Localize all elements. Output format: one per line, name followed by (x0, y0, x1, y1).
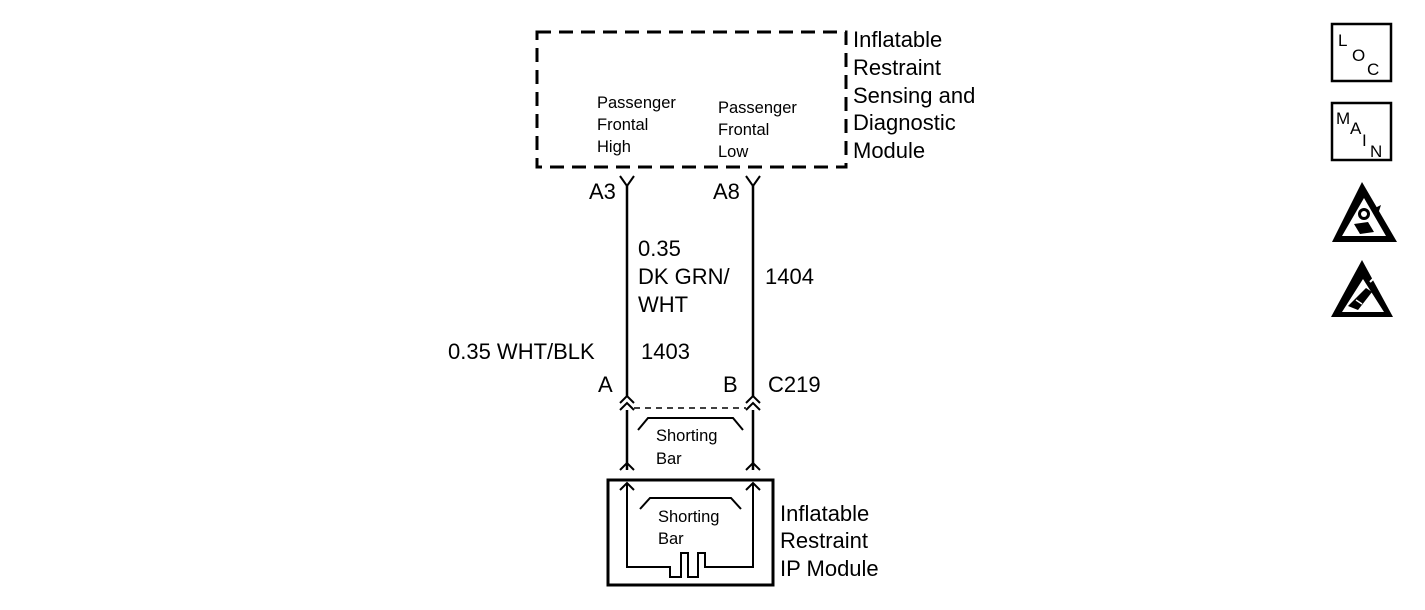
loc-button-icon[interactable]: L O C (1330, 22, 1393, 83)
ip-module-box (606, 478, 775, 587)
ip-module-name: Inflatable Restraint IP Module (780, 501, 879, 581)
circuit-label-high: Passenger Frontal High (597, 94, 680, 156)
pin-label-a8: A8 (713, 179, 740, 204)
connector-shorting-bar-label: Shorting Bar (656, 427, 722, 468)
ip-module-circuit (626, 483, 754, 578)
connector-terminal-b (745, 394, 761, 411)
esd-warning-icon (1331, 260, 1393, 317)
terminal-a8 (745, 175, 761, 188)
svg-text:O: O (1352, 46, 1365, 65)
svg-text:A: A (1350, 119, 1362, 138)
ip-terminal-a-outer (619, 461, 635, 471)
connector-pin-b: B (723, 372, 738, 397)
svg-text:I: I (1362, 131, 1367, 150)
sdm-module-box (535, 30, 848, 169)
terminal-a3 (619, 175, 635, 188)
connector-pin-a: A (598, 372, 613, 397)
wire-high-gauge-color: 0.35 WHT/BLK (448, 339, 595, 364)
svg-text:C: C (1367, 60, 1379, 79)
wire-low-circuit: 1404 (765, 264, 814, 289)
svg-text:M: M (1336, 109, 1350, 128)
wire-low-gauge-color: 0.35 DK GRN/ WHT (638, 236, 736, 317)
connector-shorting-bar (637, 417, 744, 431)
connector-name: C219 (768, 372, 821, 397)
ip-terminal-b-outer (745, 461, 761, 471)
circuit-label-low: Passenger Frontal Low (718, 99, 801, 161)
ip-module-shorting-bar (639, 497, 742, 510)
sdm-module-name: Inflatable Restraint Sensing and Diagnos… (853, 27, 981, 163)
wire-high-circuit: 1403 (641, 339, 690, 364)
svg-text:L: L (1338, 31, 1347, 50)
pin-label-a3: A3 (589, 179, 616, 204)
ip-module-shorting-bar-label: Shorting Bar (658, 508, 724, 548)
airbag-warning-icon (1332, 182, 1397, 242)
main-button-icon[interactable]: M A I N (1330, 101, 1393, 162)
connector-terminal-a (619, 394, 635, 411)
svg-text:N: N (1370, 142, 1382, 161)
